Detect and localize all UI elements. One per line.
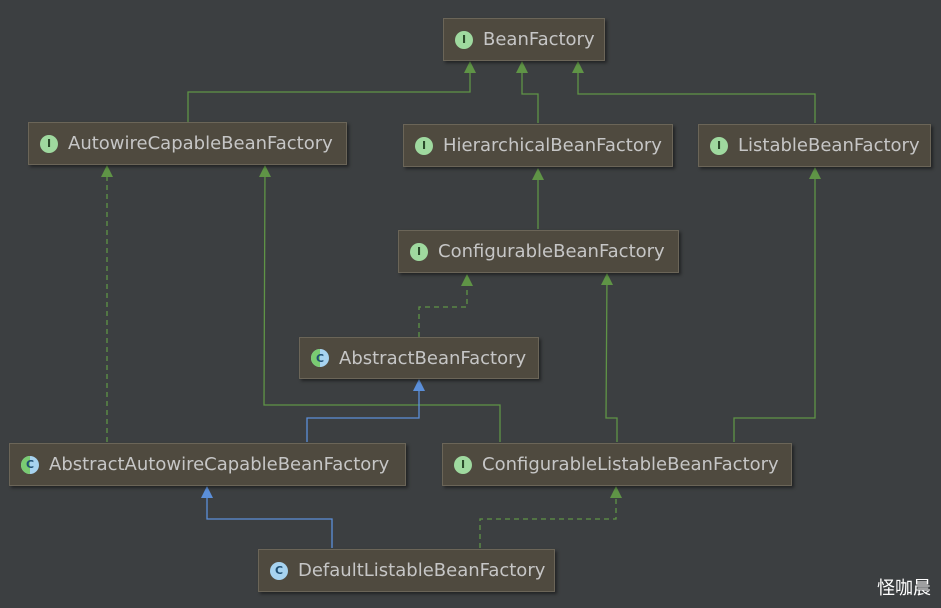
node-label: HierarchicalBeanFactory <box>443 135 662 156</box>
node-configurable-listable-bean-factory[interactable]: I ConfigurableListableBeanFactory <box>442 443 792 486</box>
edge-configurablelistable-to-configurable <box>601 273 618 442</box>
node-label: AutowireCapableBeanFactory <box>68 133 333 154</box>
node-label: ConfigurableListableBeanFactory <box>482 454 779 475</box>
node-listable-bean-factory[interactable]: I ListableBeanFactory <box>698 124 931 167</box>
abstract-class-icon: C <box>21 455 39 474</box>
node-bean-factory[interactable]: I BeanFactory <box>443 18 605 61</box>
class-icon: C <box>270 561 288 580</box>
edge-defaultlistable-to-configurablelistable <box>479 486 622 548</box>
watermark: 怪咖晨 <box>877 578 931 599</box>
edge-listable-to-beanfactory <box>572 61 816 123</box>
node-autowire-capable-bean-factory[interactable]: I AutowireCapableBeanFactory <box>28 122 347 165</box>
node-hierarchical-bean-factory[interactable]: I HierarchicalBeanFactory <box>403 124 673 167</box>
node-configurable-bean-factory[interactable]: I ConfigurableBeanFactory <box>398 230 679 273</box>
abstract-class-icon-letter: C <box>25 458 35 471</box>
edge-hierarchical-to-beanfactory <box>516 61 539 123</box>
interface-icon: I <box>410 242 428 261</box>
interface-icon: I <box>454 455 472 474</box>
edge-abstractbeanfactory-to-configurable <box>418 274 473 337</box>
edge-abstractautowire-to-abstractbeanfactory <box>306 379 425 442</box>
interface-icon: I <box>40 134 58 153</box>
abstract-class-icon: C <box>311 349 329 367</box>
edge-autowire-to-beanfactory <box>187 61 476 122</box>
edge-configurablelistable-to-listable <box>733 167 821 442</box>
node-default-listable-bean-factory[interactable]: C DefaultListableBeanFactory <box>258 549 555 592</box>
edge-defaultlistable-to-abstractautowire <box>201 486 333 548</box>
interface-icon: I <box>710 136 728 155</box>
node-label: AbstractBeanFactory <box>339 347 527 369</box>
node-abstract-bean-factory[interactable]: C AbstractBeanFactory <box>299 337 539 379</box>
node-label: AbstractAutowireCapableBeanFactory <box>49 454 390 475</box>
node-label: BeanFactory <box>483 29 595 50</box>
edge-configurablelistable-to-autowire <box>259 165 501 442</box>
interface-icon: I <box>415 136 433 155</box>
node-label: ConfigurableBeanFactory <box>438 241 665 262</box>
abstract-class-icon-letter: C <box>315 351 325 365</box>
node-abstract-autowire-capable-bean-factory[interactable]: C AbstractAutowireCapableBeanFactory <box>9 443 406 486</box>
node-label: ListableBeanFactory <box>738 135 920 156</box>
node-label: DefaultListableBeanFactory <box>298 560 546 581</box>
interface-icon: I <box>455 30 473 49</box>
